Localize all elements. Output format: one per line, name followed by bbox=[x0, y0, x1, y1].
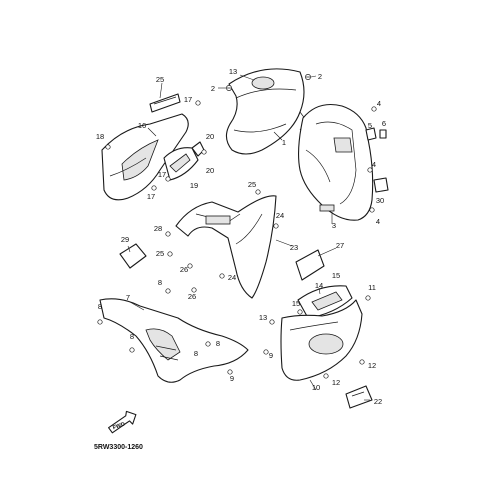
callout-20b: 20 bbox=[206, 166, 214, 175]
callout-22: 25 bbox=[156, 75, 164, 84]
callout-18: 18 bbox=[96, 132, 104, 141]
callout-21: 22 bbox=[374, 397, 382, 406]
callout-24b: 24 bbox=[228, 273, 236, 282]
callout-9b: 9 bbox=[230, 374, 234, 383]
part-22-plate bbox=[149, 93, 181, 113]
fasteners bbox=[97, 100, 377, 379]
callout-2b: 2 bbox=[318, 72, 322, 81]
leader-lines bbox=[127, 74, 370, 401]
callout-20a: 20 bbox=[206, 132, 214, 141]
callout-5: 5 bbox=[368, 121, 372, 130]
callout-12c: 12 bbox=[332, 378, 340, 387]
callout-15a: 15 bbox=[332, 271, 340, 280]
callout-17b: 17 bbox=[158, 170, 166, 179]
callout-4b: 4 bbox=[372, 160, 376, 169]
diagram-code: 5RW3300-1260 bbox=[94, 444, 143, 451]
callout-17c: 17 bbox=[147, 192, 155, 201]
callout-26: 26 bbox=[188, 292, 196, 301]
callout-25b: 25 bbox=[156, 249, 164, 258]
callout-6: 6 bbox=[382, 119, 386, 128]
part-19-cover bbox=[163, 147, 199, 181]
part-5-bracket bbox=[365, 127, 377, 141]
callout-4a: 4 bbox=[377, 99, 381, 108]
callout-19: 19 bbox=[190, 181, 198, 190]
callout-1: 1 bbox=[282, 138, 286, 147]
screw-2b-icon bbox=[305, 74, 311, 80]
part-23-center-panel bbox=[175, 195, 277, 299]
callout-29: 29 bbox=[121, 235, 129, 244]
callout-23: 23 bbox=[290, 243, 298, 252]
fwd-arrow-icon: FWD bbox=[108, 410, 137, 434]
part-21-emblem bbox=[345, 385, 373, 409]
callout-2a: 2 bbox=[211, 84, 215, 93]
callout-14: 14 bbox=[315, 281, 323, 290]
part-1-front-cover bbox=[225, 68, 307, 155]
callout-3: 3 bbox=[332, 221, 336, 230]
callout-25c: 26 bbox=[180, 265, 188, 274]
part-6-clip bbox=[379, 129, 387, 139]
callout-8a: 8 bbox=[158, 278, 162, 287]
part-3-inner-panel bbox=[297, 103, 374, 221]
callout-8c: 8 bbox=[130, 332, 134, 341]
callout-7: 7 bbox=[126, 293, 130, 302]
callout-8e: 8 bbox=[194, 349, 198, 358]
callout-11: 10 bbox=[312, 383, 320, 392]
callout-16: 16 bbox=[138, 121, 146, 130]
callout-12a: 11 bbox=[368, 283, 376, 292]
callout-24a: 24 bbox=[276, 211, 284, 220]
part-7-lower-cover bbox=[99, 298, 249, 383]
part-11-side-cover bbox=[280, 299, 363, 381]
callouts: 13 2 2 1 4 5 6 4 30 4 3 25 17 18 16 20 2… bbox=[96, 67, 386, 406]
callout-8d: 8 bbox=[216, 339, 220, 348]
callout-13: 13 bbox=[259, 313, 267, 322]
callout-30: 30 bbox=[376, 196, 384, 205]
callout-8b: 8 bbox=[98, 302, 102, 311]
part-30-emblem bbox=[373, 177, 389, 193]
callout-10: 13 bbox=[229, 67, 237, 76]
callout-15b: 15 bbox=[292, 299, 300, 308]
callout-28: 27 bbox=[336, 241, 344, 250]
callout-4c: 4 bbox=[376, 217, 380, 226]
fwd-label: FWD bbox=[112, 422, 126, 432]
screw-2a-icon bbox=[226, 85, 232, 91]
callout-25a: 25 bbox=[248, 180, 256, 189]
callout-17a: 17 bbox=[184, 95, 192, 104]
callout-27: 28 bbox=[154, 224, 162, 233]
callout-9a: 9 bbox=[269, 351, 273, 360]
part-29-plate bbox=[119, 243, 147, 269]
part-28-plate bbox=[295, 249, 325, 281]
callout-12b: 12 bbox=[368, 361, 376, 370]
